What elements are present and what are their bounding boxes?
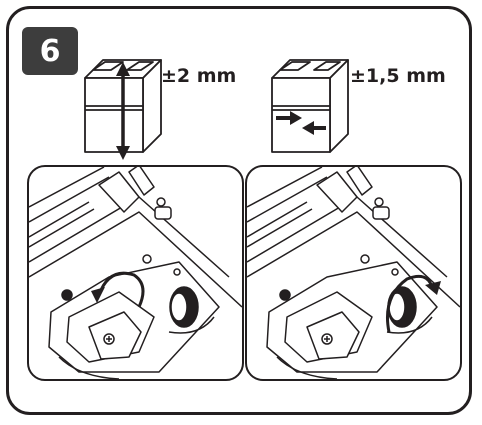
cabinet-vertical-adjustment xyxy=(83,56,163,161)
step-number-badge: 6 xyxy=(22,27,78,75)
inward-arrows-icon xyxy=(276,111,326,135)
rotate-left-arrow-icon xyxy=(91,271,145,308)
cabinet-horizontal-adjustment xyxy=(270,56,350,156)
rotate-right-arrow-icon xyxy=(386,274,441,333)
hinge-detail-counterclockwise xyxy=(27,165,244,381)
hinge-detail-clockwise xyxy=(245,165,462,381)
vertical-tolerance-label: ±2 mm xyxy=(161,65,237,87)
horizontal-tolerance-label: ±1,5 mm xyxy=(350,65,446,87)
up-down-arrow-icon xyxy=(116,62,130,160)
